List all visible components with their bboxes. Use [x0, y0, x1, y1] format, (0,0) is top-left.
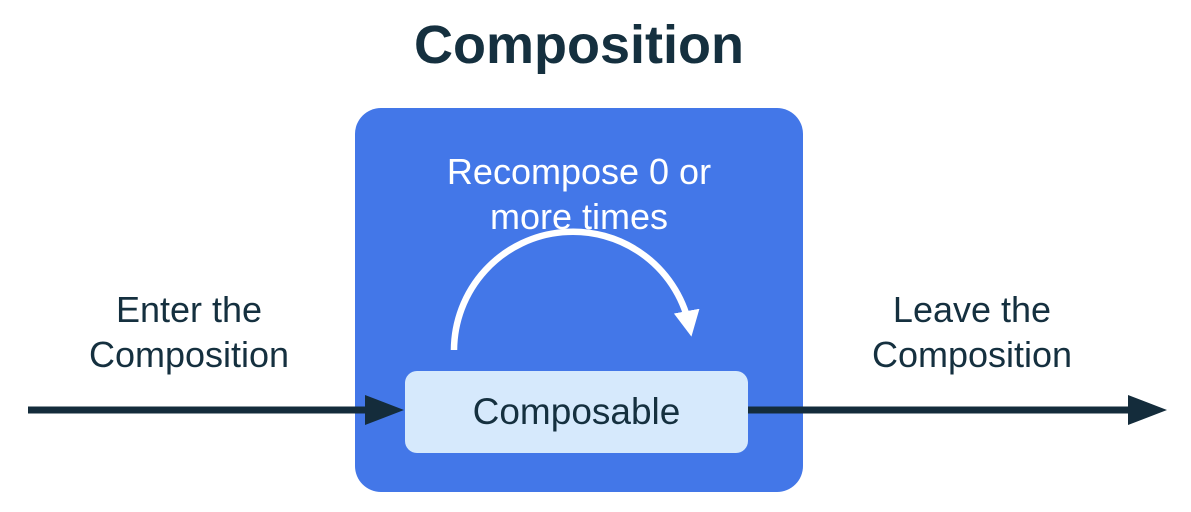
enter-label-line: Composition [88, 334, 290, 375]
composable-box: Composable [405, 371, 748, 453]
recompose-label: Recompose 0 or more times [355, 149, 803, 239]
recompose-label-line: more times [489, 196, 669, 237]
enter-arrow-icon [28, 395, 404, 425]
leave-composition-label: Leave the Composition [822, 287, 1122, 377]
composable-label: Composable [472, 391, 681, 432]
exit-arrow-icon [748, 395, 1167, 425]
enter-composition-label: Enter the Composition [39, 287, 339, 377]
diagram-title: Composition [414, 15, 744, 75]
enter-label-line: Enter the [115, 289, 263, 330]
leave-label-line: Leave the [892, 289, 1052, 330]
exit-arrowhead-icon [1128, 395, 1167, 425]
recompose-label-line: Recompose 0 or [446, 151, 712, 192]
leave-label-line: Composition [871, 334, 1073, 375]
